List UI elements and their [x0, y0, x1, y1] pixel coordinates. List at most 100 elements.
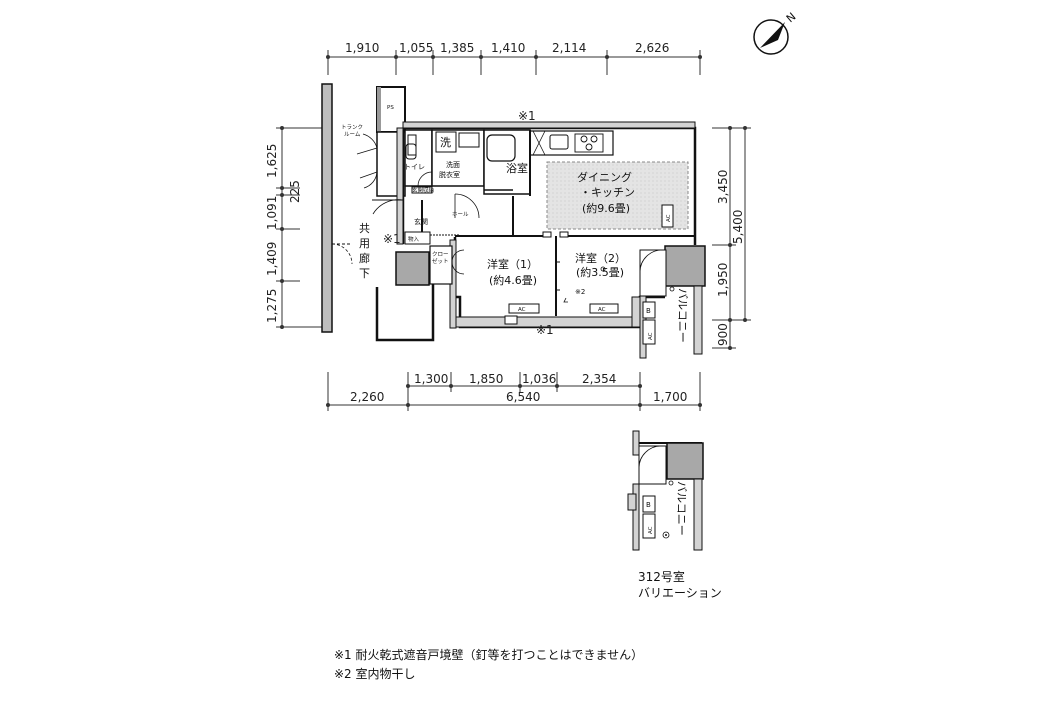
note1-mark-top: ※1 — [518, 109, 536, 123]
washroom: 洗 洗面 脱衣室 — [431, 129, 485, 187]
western-room-1: 洋室（1） (約4.6畳) AC — [487, 257, 540, 314]
variation-caption: 312号室 バリエーション — [638, 569, 722, 601]
dim-top-4: 1,410 — [491, 41, 525, 55]
outer-wall-fill — [396, 121, 696, 329]
left-dimension-labels: 1,625 225 1,091 1,409 1,275 — [265, 144, 302, 323]
variation-title: バリエーション — [638, 586, 722, 600]
dim-left-4: 1,409 — [265, 242, 279, 276]
bathroom: 浴室 — [483, 129, 531, 195]
dim-top-1: 1,910 — [345, 41, 379, 55]
variation-b-label: B — [646, 501, 651, 509]
dim-bottom-inner-4: 2,354 — [582, 372, 616, 386]
balcony-ac-outdoor — [642, 319, 656, 345]
variation-balcony-label: バルコニー — [675, 481, 688, 536]
footnote-1: ※1 耐火乾式遮音戸境壁（釘等を打つことはできません） — [334, 648, 644, 662]
dk-ac-unit — [661, 204, 674, 228]
corridor-char-1: 共 — [359, 222, 370, 235]
toilet-label: トイレ — [404, 163, 425, 171]
dim-left-2: 225 — [288, 180, 302, 203]
dim-top-6: 2,626 — [635, 41, 669, 55]
drying-hook-icon — [563, 297, 568, 303]
dk-label-1: ダイニング — [577, 170, 632, 184]
dim-right-1: 3,450 — [716, 170, 730, 204]
variation-ac-outdoor — [642, 513, 656, 539]
interior-walls — [421, 130, 695, 316]
kitchen-sink-icon — [549, 134, 569, 150]
indoor-drying-mark: ※2 — [575, 288, 585, 296]
dim-top-3: 1,385 — [440, 41, 474, 55]
ps-label: PS — [387, 105, 394, 111]
corridor-char-2: 用 — [359, 237, 370, 250]
variation-ac-label: AC — [648, 526, 654, 534]
variation-room-number: 312号室 — [638, 570, 685, 584]
room1-ac-label: AC — [518, 307, 526, 313]
dim-bottom-inner-1: 1,300 — [414, 372, 448, 386]
balcony-main: B AC バルコニー — [639, 245, 706, 359]
footnotes: ※1 耐火乾式遮音戸境壁（釘等を打つことはできません） ※2 室内物干し — [334, 646, 643, 684]
dim-bottom-inner-3: 1,036 — [522, 372, 556, 386]
room2-label: 洋室（2） — [575, 251, 626, 265]
storage-label: 物入 — [408, 235, 420, 243]
washer-label: 洗 — [440, 136, 451, 149]
top-dimension-labels: 1,910 1,055 1,385 1,410 2,114 2,626 — [345, 41, 669, 55]
variation-faucet-icon — [662, 531, 670, 539]
room1-size: (約4.6畳) — [489, 273, 537, 287]
closet-label-1: クロー — [432, 251, 449, 258]
note1-mark-bottom: ※1 — [536, 323, 554, 337]
washroom-label-1: 洗面 — [446, 160, 460, 169]
dim-bottom-outer-3: 1,700 — [653, 390, 687, 404]
common-corridor-label: 共 用 廊 下 — [359, 222, 370, 280]
right-dimensions — [712, 126, 751, 350]
balcony-drain-icon — [669, 286, 675, 292]
room2-ac-unit — [589, 303, 619, 314]
dim-left-1: 1,625 — [265, 144, 279, 178]
dk-label-2: ・キッチン — [580, 186, 635, 199]
dim-bottom-outer-2: 6,540 — [506, 390, 540, 404]
room2-size: (約3.5畳) — [576, 265, 624, 279]
sink-icon — [458, 132, 480, 148]
dk-label-3: (約9.6畳) — [582, 201, 630, 215]
partition-marker-1 — [542, 231, 552, 238]
room1-ac-unit — [508, 303, 540, 314]
ps-shaft: PS — [376, 86, 406, 133]
compass-circle-icon — [753, 19, 789, 55]
dim-bottom-inner-2: 1,850 — [469, 372, 503, 386]
fire-wall-marker — [504, 315, 518, 325]
bottom-dimension-labels: 1,300 1,850 1,036 2,354 2,260 6,540 1,70… — [350, 372, 687, 404]
variation-plan: B AC バルコニー — [627, 430, 704, 551]
top-dimensions — [326, 50, 702, 75]
kitchen-counter — [529, 130, 614, 156]
balcony-ac-label: AC — [648, 332, 654, 340]
corridor-wall — [321, 83, 353, 333]
dim-right-2: 1,950 — [716, 263, 730, 297]
structural-column-left — [395, 251, 430, 286]
room2-ac-label: AC — [598, 307, 606, 313]
washroom-label-2: 脱衣室 — [439, 170, 460, 179]
north-arrow-icon — [760, 22, 785, 48]
footnote-2: ※2 室内物干し — [334, 667, 416, 681]
dining-kitchen: ダイニング ・キッチン (約9.6畳) AC — [546, 161, 689, 230]
bathtub-icon — [486, 134, 516, 162]
note1-mark-left: ※1 — [383, 232, 401, 246]
dim-top-2: 1,055 — [399, 41, 433, 55]
trunk-room: トランク ルーム — [341, 124, 406, 197]
room1-label: 洋室（1） — [487, 257, 538, 271]
dim-top-5: 2,114 — [552, 41, 586, 55]
stove-icon — [574, 133, 604, 153]
trunk-room-label-1: トランク — [341, 124, 363, 131]
dk-ac-label: AC — [666, 214, 672, 222]
corridor-char-4: 下 — [359, 267, 370, 280]
entrance-area: 玄関収納 ホール 玄関 物入 — [372, 186, 480, 245]
dim-right-3: 900 — [716, 323, 730, 346]
dim-left-5: 1,275 — [265, 289, 279, 323]
closet-label-2: ゼット — [432, 257, 449, 265]
compass-north-label: N — [784, 10, 799, 25]
compass: N — [753, 10, 799, 55]
bathroom-label: 浴室 — [506, 161, 528, 175]
shoe-storage-label: 玄関収納 — [412, 186, 435, 194]
dim-right-outer: 5,400 — [731, 210, 745, 244]
corridor-char-3: 廊 — [359, 251, 370, 265]
entrance-label: 玄関 — [414, 217, 428, 226]
variation-b-box — [642, 495, 656, 513]
